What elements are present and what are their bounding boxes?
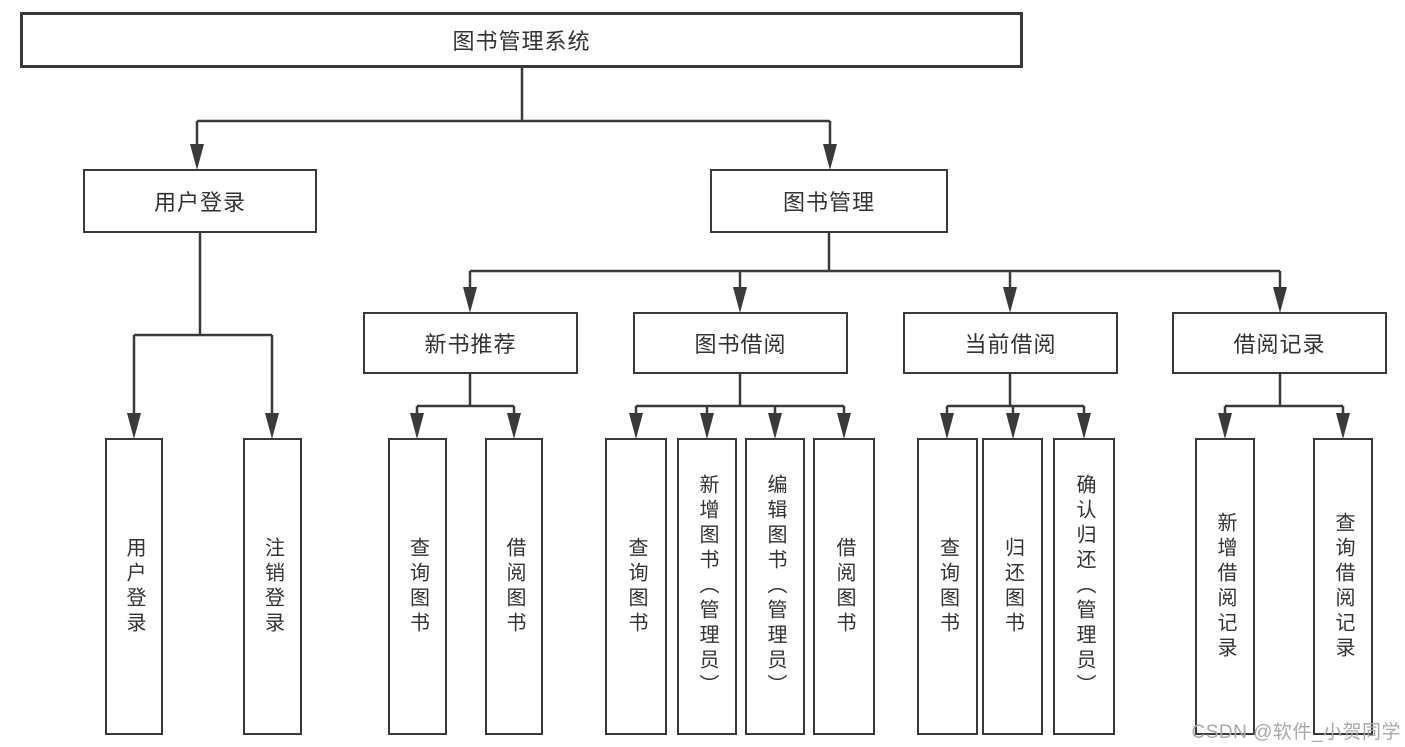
arrow-down-icon (733, 287, 747, 313)
node-library-management-system: 图书管理系统 (20, 12, 1023, 68)
node-label: 借阅记录 (1233, 332, 1326, 357)
node-label: 当前借阅 (964, 332, 1057, 357)
node-label: 新书推荐 (424, 332, 517, 357)
connector-root (190, 68, 837, 170)
node-label: 归还图书 (1001, 536, 1024, 637)
csdn-watermark: CSDN @软件_小贺同学 (1191, 722, 1401, 743)
node-label: 编辑图书（管理员） (764, 474, 786, 699)
arrow-down-icon (1006, 413, 1020, 439)
arrow-down-icon (700, 413, 714, 439)
node-book-management: 图书管理 (710, 169, 948, 233)
node-label: 注销登录 (261, 536, 284, 637)
leaf-query-book: 查询图书 (605, 438, 667, 735)
node-label: 借阅图书 (833, 536, 855, 637)
arrow-down-icon (127, 413, 141, 439)
leaf-query-book-recommend: 查询图书 (388, 438, 447, 735)
node-label: 新增图书（管理员） (696, 474, 718, 699)
arrow-down-icon (940, 413, 954, 439)
leaf-borrow-book: 借阅图书 (813, 438, 875, 735)
connector-book-management (463, 233, 1287, 313)
arrow-down-icon (190, 144, 204, 170)
connector-book-borrow (629, 374, 851, 439)
node-book-borrow: 图书借阅 (633, 312, 848, 374)
node-label: 查询借阅记录 (1332, 511, 1354, 662)
node-user-login: 用户登录 (83, 169, 317, 233)
leaf-logout: 注销登录 (243, 438, 302, 735)
arrow-down-icon (823, 144, 837, 170)
connector-current-borrow (940, 374, 1091, 439)
arrow-down-icon (1218, 413, 1232, 439)
arrow-down-icon (507, 413, 521, 439)
arrow-down-icon (1077, 413, 1091, 439)
connector-user-login (127, 233, 279, 439)
leaf-add-borrow-record: 新增借阅记录 (1195, 438, 1255, 735)
arrow-down-icon (463, 287, 477, 313)
node-label: 图书管理 (782, 190, 875, 215)
arrow-down-icon (1336, 413, 1350, 439)
leaf-add-book-admin: 新增图书（管理员） (677, 438, 737, 735)
arrow-down-icon (410, 413, 424, 439)
node-label: 用户登录 (153, 190, 246, 215)
node-label: 图书管理系统 (452, 29, 591, 54)
arrow-down-icon (837, 413, 851, 439)
node-label: 查询图书 (625, 536, 647, 637)
node-label: 查询图书 (406, 536, 429, 637)
node-label: 新增借阅记录 (1214, 511, 1236, 662)
leaf-return-book: 归还图书 (982, 438, 1043, 735)
node-label: 图书借阅 (694, 332, 787, 357)
leaf-edit-book-admin: 编辑图书（管理员） (745, 438, 805, 735)
arrow-down-icon (1273, 287, 1287, 313)
leaf-borrow-book-recommend: 借阅图书 (485, 438, 543, 735)
node-label: 借阅图书 (503, 536, 525, 637)
arrow-down-icon (768, 413, 782, 439)
arrow-down-icon (265, 413, 279, 439)
connector-borrow-record (1218, 374, 1350, 439)
leaf-user-login: 用户登录 (105, 438, 163, 735)
leaf-confirm-return-admin: 确认归还（管理员） (1053, 438, 1115, 735)
leaf-query-current-borrow: 查询图书 (917, 438, 978, 735)
node-label: 查询图书 (936, 536, 959, 637)
node-current-borrow: 当前借阅 (903, 312, 1118, 374)
node-label: 用户登录 (123, 536, 145, 637)
arrow-down-icon (1003, 287, 1017, 313)
arrow-down-icon (629, 413, 643, 439)
node-label: 确认归还（管理员） (1073, 474, 1095, 699)
node-borrow-record: 借阅记录 (1172, 312, 1387, 374)
connector-new-book (410, 374, 521, 439)
node-new-book-recommend: 新书推荐 (363, 312, 578, 374)
leaf-query-borrow-record: 查询借阅记录 (1313, 438, 1373, 735)
